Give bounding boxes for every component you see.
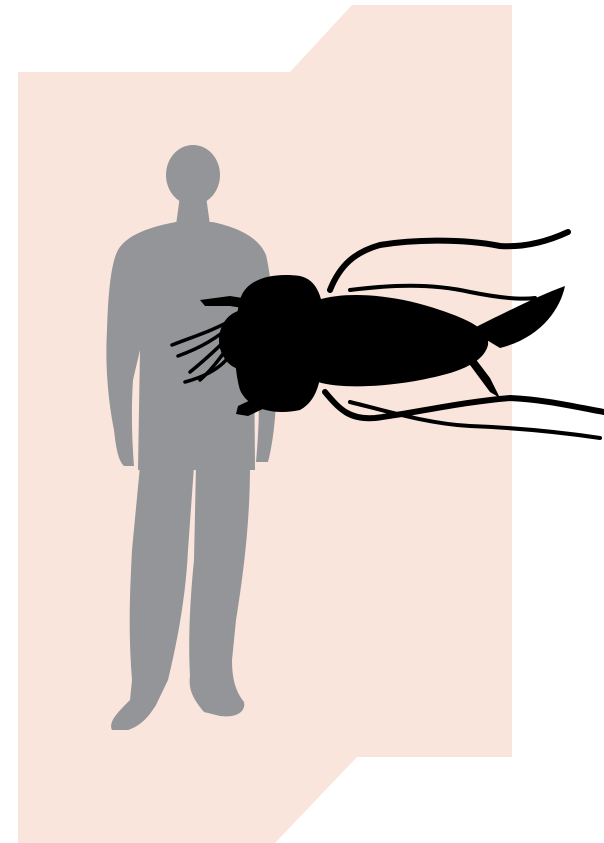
scale-illustration — [0, 0, 604, 843]
illustration-canvas — [0, 0, 604, 843]
